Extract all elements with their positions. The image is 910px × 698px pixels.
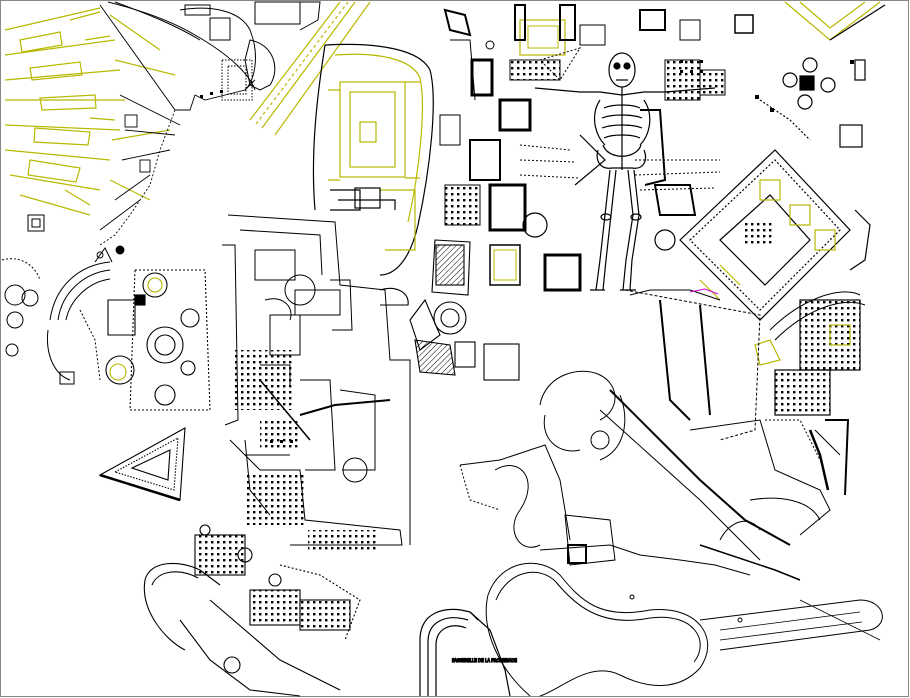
circular-chambers-left [1, 214, 45, 357]
oval-stadium [312, 43, 434, 276]
scattered-columns [200, 40, 854, 443]
curved-ramp: PASSERELLE DE LA PROMENADE [419, 608, 518, 697]
accent-line [689, 288, 719, 295]
diagonal-colonnade [249, 1, 371, 136]
rotated-rooms [379, 239, 520, 381]
ramp-caption: PASSERELLE DE LA PROMENADE [452, 658, 517, 663]
bottom-left-complex [143, 524, 361, 697]
radial-garden-plan [4, 7, 176, 216]
central-column-grid [235, 350, 378, 550]
block-grid-plan [439, 4, 754, 292]
radial-garden-ink [96, 4, 256, 259]
theatre-plan [46, 247, 113, 385]
anatomical-skeleton [534, 52, 716, 291]
curved-forum-plan [107, 1, 321, 101]
modern-building-plan [459, 289, 831, 581]
diamond-garden [759, 1, 886, 148]
curved-pavilion-plan [485, 562, 883, 697]
triangular-plaza [98, 427, 186, 502]
rotated-palace-plan [679, 149, 871, 496]
thermal-baths [105, 269, 211, 411]
